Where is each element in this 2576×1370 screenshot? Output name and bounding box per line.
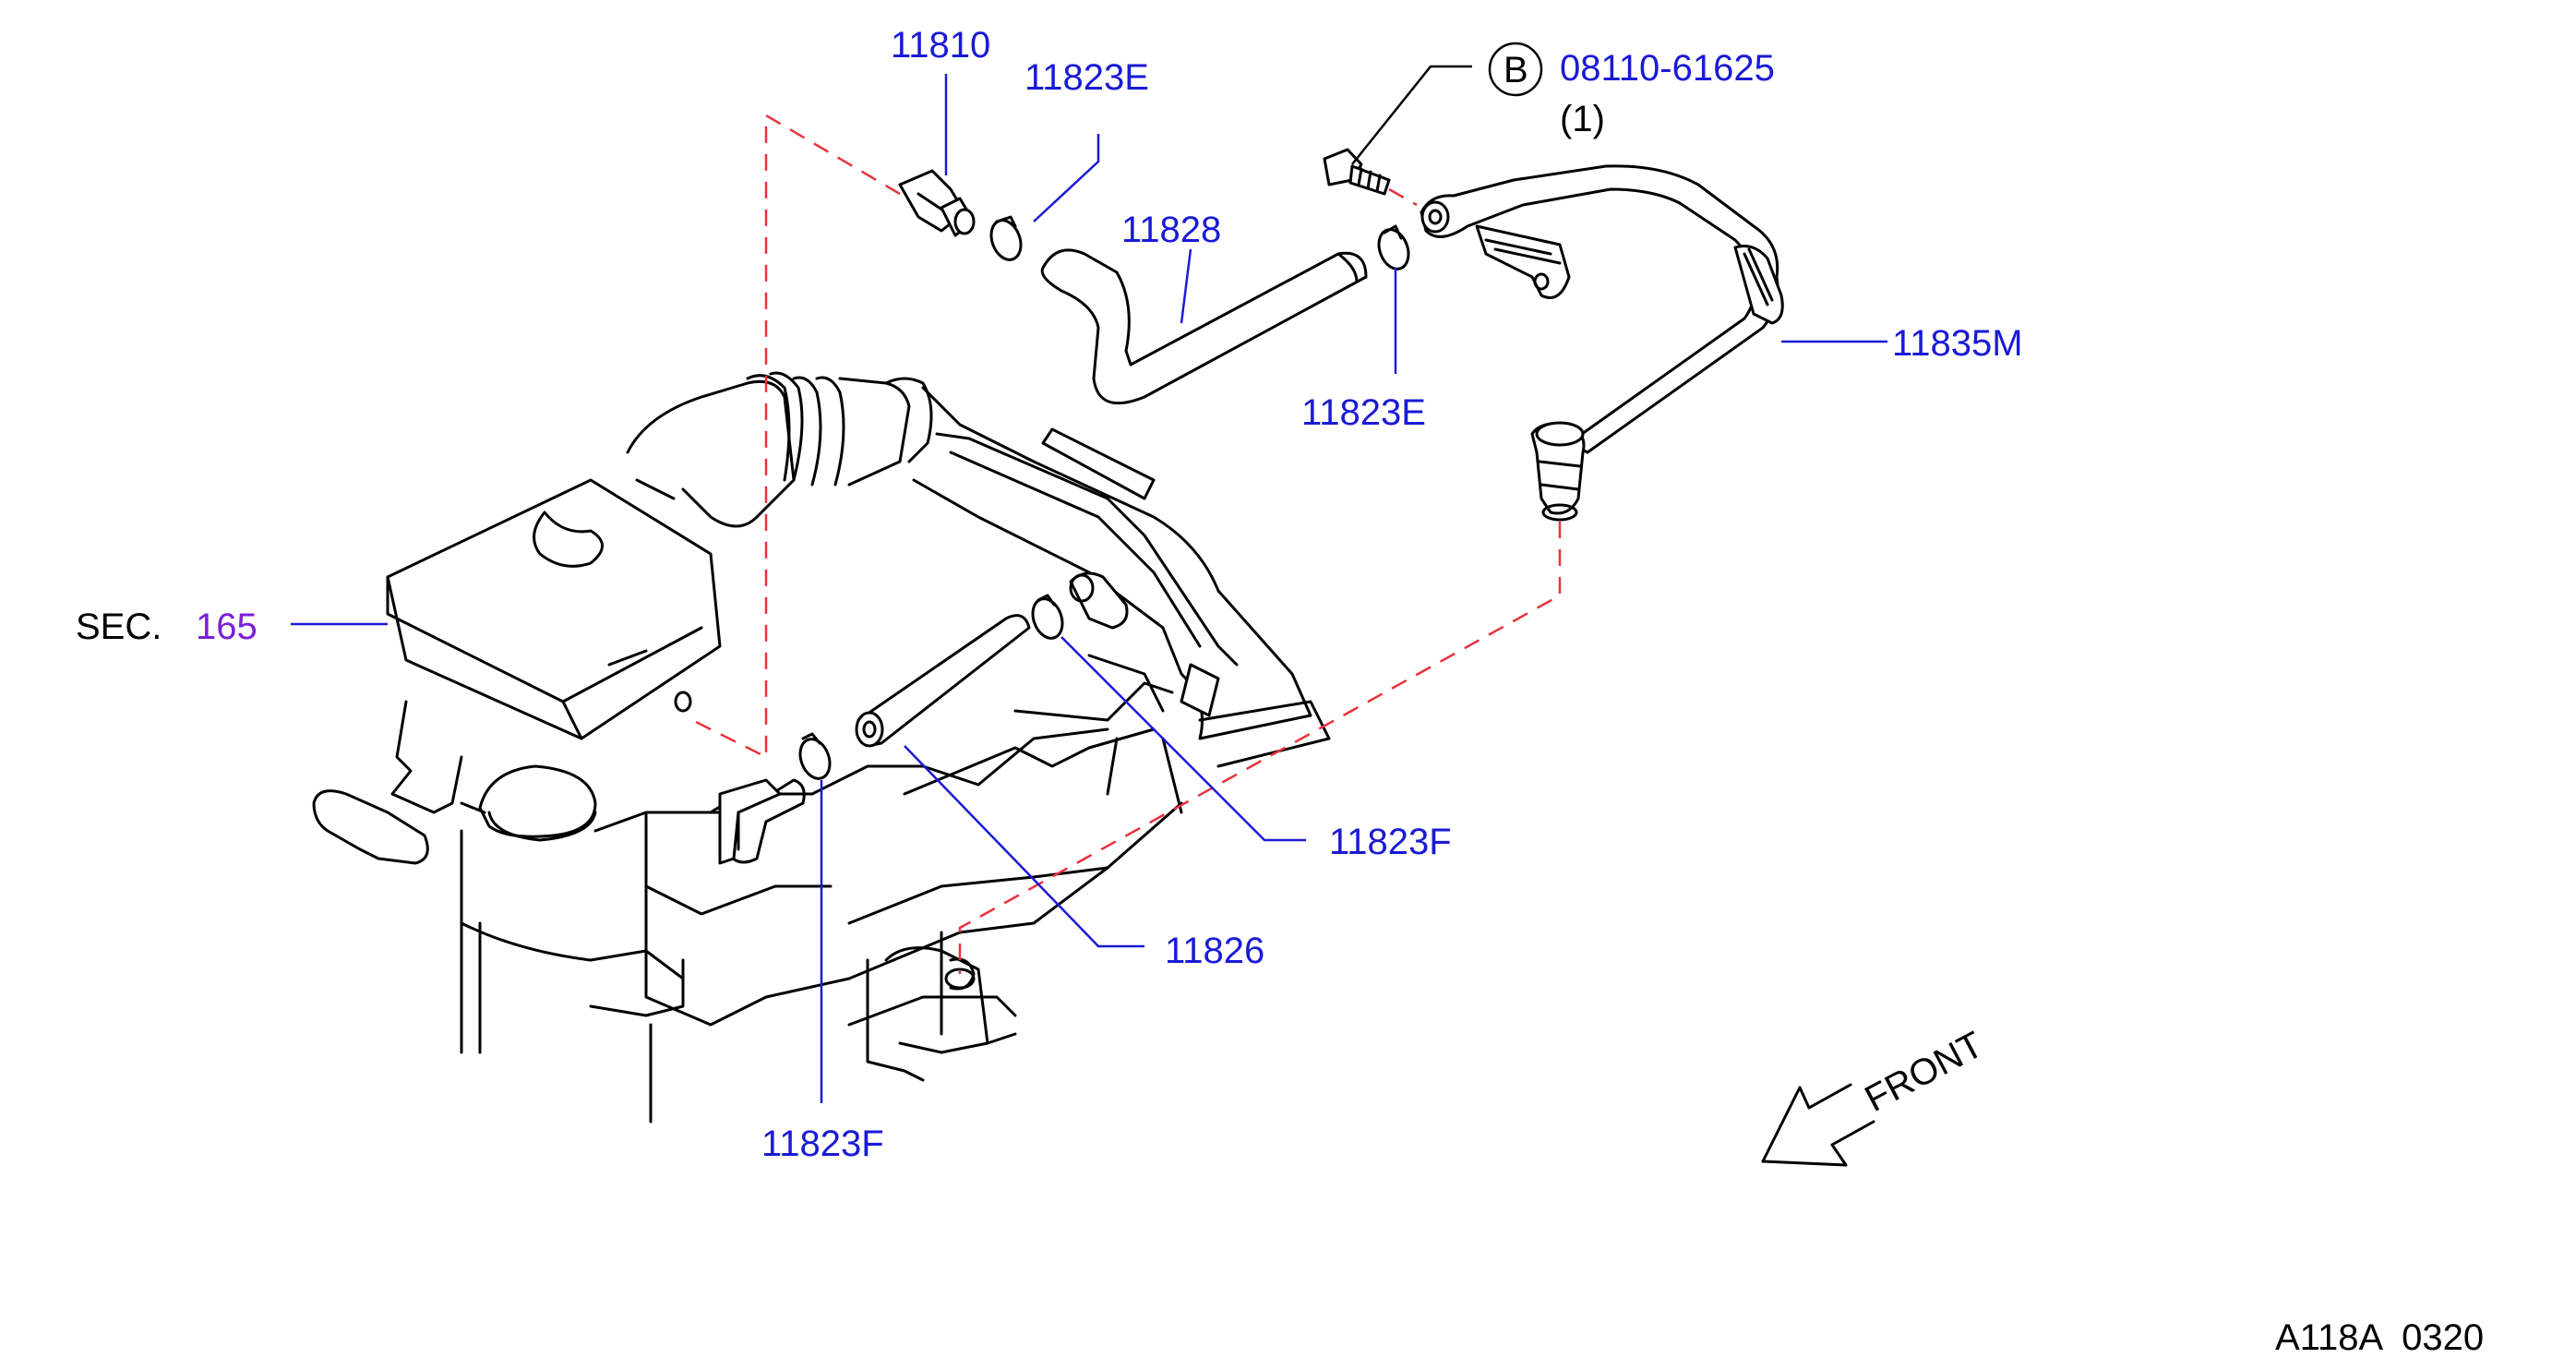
label-11835m[interactable]: 11835M <box>1892 323 2023 364</box>
label-11823f-bottom[interactable]: 11823F <box>761 1124 884 1164</box>
leader-lines <box>291 65 1887 1103</box>
bolt-callout-letter: B <box>1504 50 1528 90</box>
bolt-drawing <box>1323 148 1391 196</box>
label-11828[interactable]: 11828 <box>1121 210 1221 250</box>
front-arrow-icon <box>1761 1083 1875 1167</box>
clamp-e-drawings <box>989 215 1410 270</box>
engine-block-drawing <box>312 371 1331 1124</box>
clamp-f-drawings <box>798 594 1064 780</box>
pipe-11835m-drawing <box>1420 164 1784 522</box>
hose-11828-drawing <box>1040 248 1368 405</box>
label-bolt-quantity: (1) <box>1560 99 1605 139</box>
label-bolt-part-number[interactable]: 08110-61625 <box>1560 48 1775 89</box>
label-sec-prefix: SEC. <box>76 607 162 647</box>
bolt-callout-circle <box>1488 42 1543 97</box>
label-section-165[interactable]: 165 <box>196 607 258 647</box>
label-11826[interactable]: 11826 <box>1165 931 1264 971</box>
label-11823f-right[interactable]: 11823F <box>1329 822 1452 862</box>
label-11823e-top[interactable]: 11823E <box>1024 57 1149 98</box>
connection-dashed-lines <box>691 113 1562 974</box>
front-label: FRONT <box>1859 1024 1990 1120</box>
pcv-valve-drawing <box>898 169 976 237</box>
diagram-code: A118A 0320 <box>2275 1317 2484 1358</box>
part-labels: 11810 11823E 11828 11823E B 08110-61625 … <box>76 25 2023 1164</box>
label-11810[interactable]: 11810 <box>891 25 990 66</box>
hose-11826-drawing <box>855 614 1031 748</box>
label-11823e-mid[interactable]: 11823E <box>1301 392 1426 433</box>
front-direction-indicator: FRONT <box>1761 1024 1990 1167</box>
